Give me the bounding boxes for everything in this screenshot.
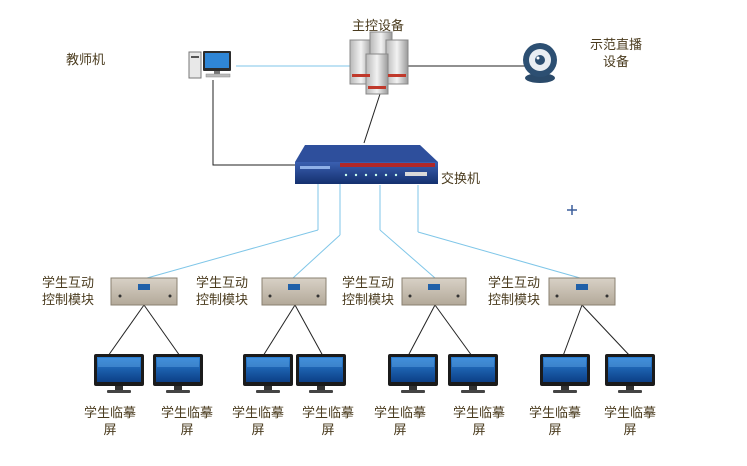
screen-label-line2: 屏 [393,423,407,438]
link-module3-screen5 [407,304,436,357]
screen-label-line2: 屏 [103,423,117,438]
screen-label: 学生临摹 屏 [370,405,430,439]
link-teacher-switch [212,80,298,166]
link-switch-module-4b [417,231,581,279]
link-switch-module-1b [146,229,319,279]
link-module2-screen4 [294,304,324,357]
network-switch-icon [295,145,438,184]
monitor-icon [243,354,293,396]
module-label-line1: 学生互动 [488,276,541,291]
switch-label: 交换机 [441,172,481,187]
screen-label-line1: 学生临摹 [301,406,354,421]
monitor-icon [94,354,144,396]
screen-label-line1: 学生临摹 [452,406,505,421]
camera-label: 示范直播 设备 [586,37,646,71]
camera-label-line1: 示范直播 [589,38,642,53]
monitor-icon [296,354,346,396]
monitor-icon [605,354,655,396]
screen-label-line1: 学生临摹 [231,406,284,421]
screen-label-line2: 屏 [180,423,194,438]
screen-label: 学生临摹 屏 [228,405,288,439]
screen-label: 学生临摹 屏 [157,405,217,439]
screen-label-line1: 学生临摹 [160,406,213,421]
module-label-line1: 学生互动 [42,276,95,291]
link-switch-module-2b [292,234,341,279]
control-module-icon [401,277,467,306]
screen-label-line2: 屏 [548,423,562,438]
link-module1-screen2 [143,304,181,357]
module-label: 学生互动 控制模块 [488,275,540,309]
screen-label-line1: 学生临摹 [528,406,581,421]
screen-label: 学生临摹 屏 [525,405,585,439]
control-module-icon [548,277,616,306]
module-label-line2: 控制模块 [42,293,95,308]
module-label-line1: 学生互动 [342,276,395,291]
monitor-icon [388,354,438,396]
module-label-line2: 控制模块 [342,293,395,308]
module-label: 学生互动 控制模块 [42,275,94,309]
link-module3-screen6 [434,304,473,357]
link-module2-screen3 [262,304,296,357]
screen-label-line1: 学生临摹 [83,406,136,421]
control-module-icon [110,277,178,306]
module-label: 学生互动 控制模块 [196,275,248,309]
screen-label: 学生临摹 屏 [600,405,660,439]
monitor-icon [153,354,203,396]
server-label: 主控设备 [352,19,405,34]
control-module-icon [261,277,327,306]
link-server-switch [363,93,381,144]
module-label-line2: 控制模块 [196,293,249,308]
server-icon [349,31,409,95]
monitor-icon [448,354,498,396]
camera-label-line2: 设备 [602,55,629,70]
screen-label-line2: 屏 [472,423,486,438]
desktop-computer-icon [188,51,231,79]
screen-label-line2: 屏 [321,423,335,438]
link-module4-screen8 [581,304,631,357]
link-module1-screen1 [107,304,145,357]
link-switch-module-3b [379,229,436,279]
monitor-icon [540,354,590,396]
webcam-icon [523,43,557,83]
screen-label: 学生临摹 屏 [449,405,509,439]
screen-label: 学生临摹 屏 [80,405,140,439]
module-label-line1: 学生互动 [196,276,249,291]
screen-label-line2: 屏 [623,423,637,438]
connection-lines [107,65,631,357]
screen-label: 学生临摹 屏 [298,405,358,439]
screen-label-line1: 学生临摹 [373,406,426,421]
teacher-computer-label: 教师机 [66,53,106,68]
module-label-line2: 控制模块 [488,293,541,308]
link-module4-screen7 [562,304,583,357]
screen-label-line2: 屏 [251,423,265,438]
screen-label-line1: 学生临摹 [603,406,656,421]
crosshair-icon [567,205,577,215]
module-label: 学生互动 控制模块 [342,275,394,309]
